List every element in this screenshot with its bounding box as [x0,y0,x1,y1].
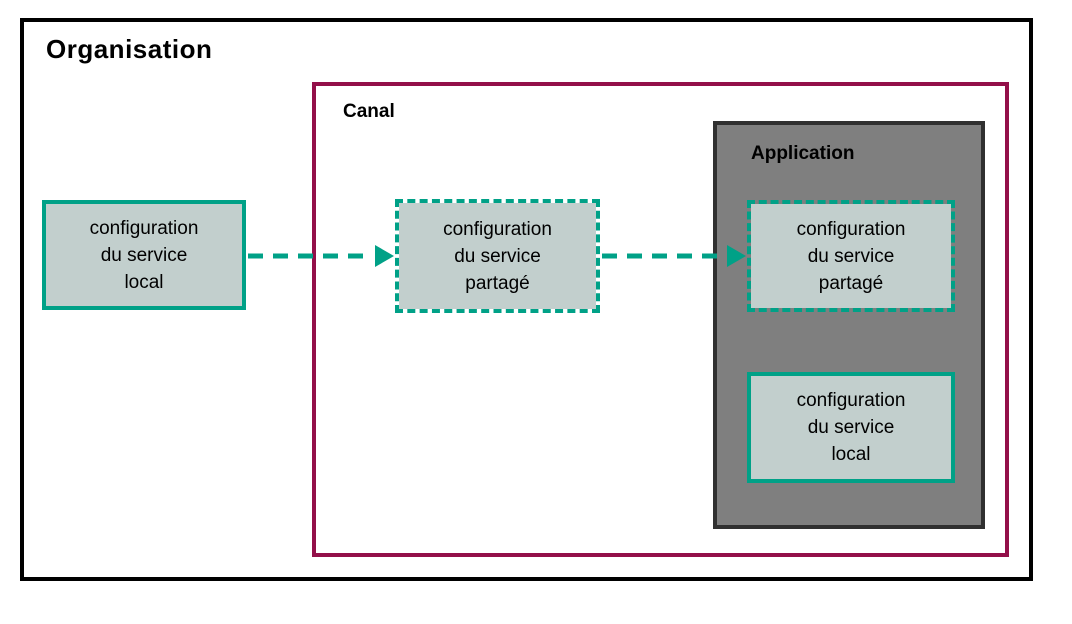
canal-container: Canal [312,82,1009,557]
node-text-line: du service [100,244,188,266]
node-app-shared-service-config: configuration du service partagé [747,200,955,312]
application-label: Application [751,143,855,164]
node-text-line: configuration [89,217,199,239]
node-org-local-service-config: configuration du service local [42,200,246,310]
node-text-line: configuration [443,218,552,240]
canal-label: Canal [343,101,395,122]
node-text-line: local [831,444,871,465]
node-text-line: du service [807,245,895,267]
node-text-line: configuration [796,218,906,240]
node-text-line: du service [807,417,895,438]
node-text-line: partagé [818,272,884,294]
node-text-line: configuration [796,390,906,411]
node-canal-shared-service-config: configuration du service partagé [395,199,600,313]
organisation-label: Organisation [46,34,213,64]
node-app-local-service-config: configuration du service local [747,372,955,483]
node-text-line: partagé [465,272,530,294]
node-text-line: local [124,271,164,293]
organisation-container: Organisation [20,18,1033,581]
node-text-line: du service [454,245,541,267]
